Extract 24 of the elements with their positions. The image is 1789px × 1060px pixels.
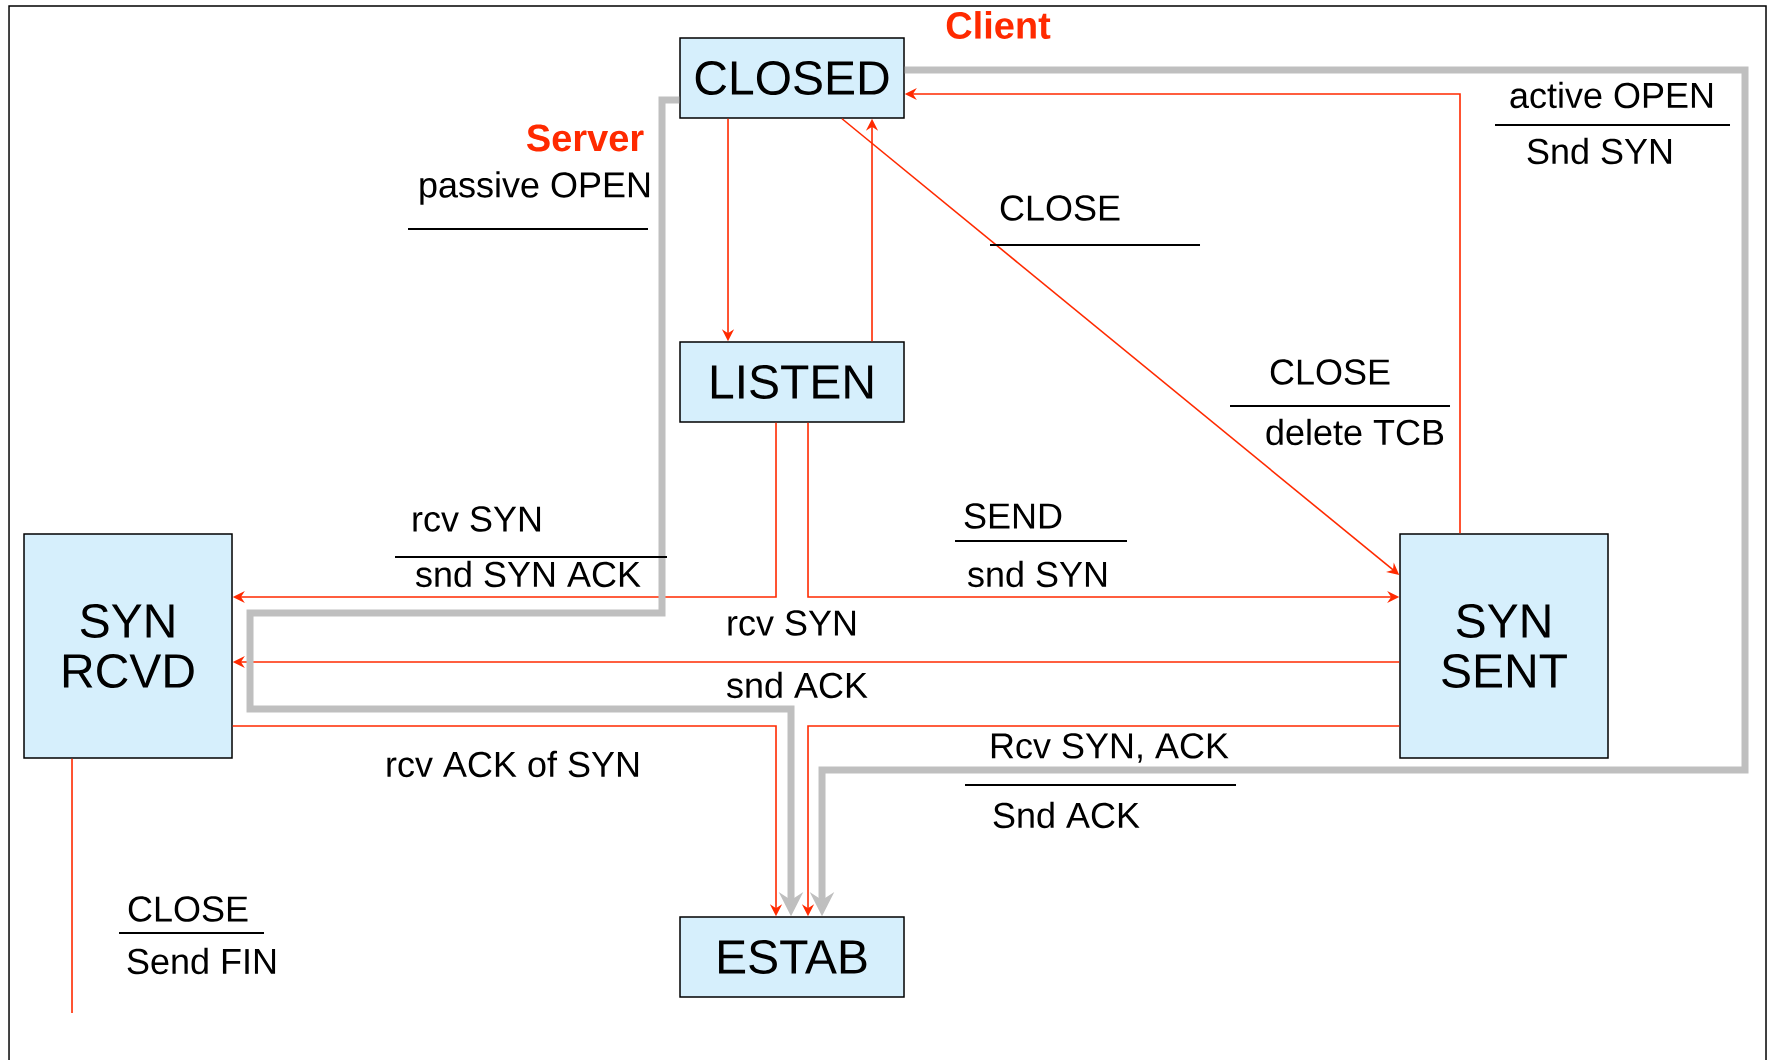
transition-label: rcv SYN — [728, 610, 856, 636]
transition-label: CLOSE — [1270, 359, 1390, 385]
transition-label: Snd ACK — [993, 801, 1140, 829]
transition-label: snd SYN — [968, 560, 1107, 588]
state-box: SYN SENT — [1399, 533, 1609, 759]
transition-label: rcv SYN — [413, 506, 541, 532]
state-box: LISTEN — [679, 341, 905, 423]
transition-label: snd ACK — [727, 671, 868, 699]
state-box: CLOSED — [679, 37, 905, 119]
transition-label: snd SYN ACK — [415, 560, 641, 588]
transition-label: passive OPEN — [420, 171, 650, 205]
role-label: Server — [526, 124, 644, 152]
transition-label: CLOSE — [128, 896, 248, 922]
state-box: SYN RCVD — [23, 533, 233, 759]
transition-label: Send FIN — [127, 947, 276, 975]
transition-label: rcv ACK of SYN — [387, 750, 639, 778]
transition-label: Snd SYN — [1527, 137, 1672, 165]
transition-label: SEND — [964, 503, 1062, 529]
transition-label: Rcv SYN, ACK — [991, 733, 1229, 763]
state-box: ESTAB — [679, 916, 905, 998]
role-label: Client — [946, 11, 1051, 39]
transition-label: delete TCB — [1266, 418, 1444, 446]
transition-label: CLOSE — [1000, 195, 1120, 221]
transition-label: active OPEN — [1510, 81, 1713, 109]
